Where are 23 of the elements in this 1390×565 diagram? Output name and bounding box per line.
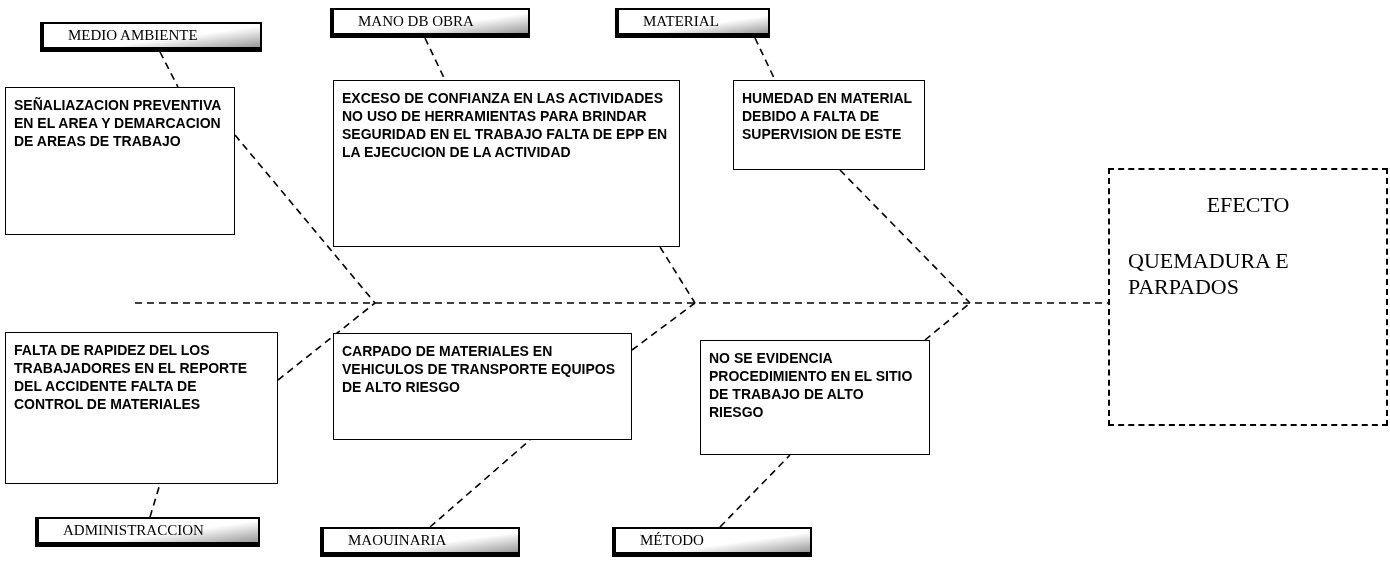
category-box: MANO DB OBRA (330, 8, 530, 38)
category-box: ADMINISTRACCION (35, 517, 260, 547)
cause-box: HUMEDAD EN MATERIAL DEBIDO A FALTA DE SUPERVISION DE ESTE (733, 80, 925, 170)
cause-box: FALTA DE RAPIDEZ DEL LOS TRABAJADORES EN EL REPORTE DEL ACCIDENTE FALTA DE CONTROL DE MATERIALES (5, 332, 278, 484)
cause-box: NO SE EVIDENCIA PROCEDIMIENTO EN EL SITIO DE TRABAJO DE ALTO RIESGO (700, 340, 930, 455)
cause-box: SEÑALIAZACION PREVENTIVA EN EL AREA Y DEMARCACION DE AREAS DE TRABAJO (5, 87, 235, 235)
effect-text: QUEMADURA E PARPADOS (1128, 248, 1290, 300)
bone-line (631, 302, 696, 351)
effect-heading: EFECTO (1205, 192, 1291, 218)
cause-box: CARPADO DE MATERIALES EN VEHICULOS DE TRANSPORTE EQUIPOS DE ALTO RIESGO (333, 333, 632, 440)
effect-box (1108, 168, 1388, 426)
bone-line (277, 302, 376, 381)
bone-line (719, 454, 791, 528)
cause-box: EXCESO DE CONFIANZA EN LAS ACTIVIDADES NO USO DE HERRAMIENTAS PARA BRINDAR SEGURIDAD EN EL TRABAJO FALTA DE EPP EN LA EJECUCION DE LA ACTIVIDAD (333, 80, 680, 247)
bone-line (159, 51, 179, 88)
category-box: MÉTODO (612, 527, 812, 557)
bone-line (234, 134, 376, 304)
bone-line (839, 169, 971, 304)
bone-line (659, 246, 696, 304)
category-box: MEDIO AMBIENTE (40, 22, 262, 52)
category-box: MAOUINARIA (320, 527, 520, 557)
category-box: MATERIAL (615, 8, 770, 38)
bone-line (924, 302, 971, 341)
